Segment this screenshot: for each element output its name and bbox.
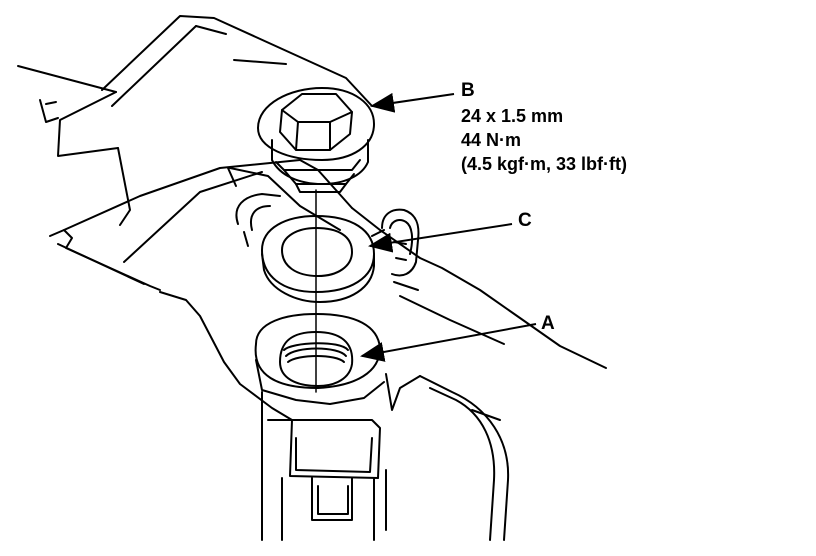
callout-label-b: B bbox=[461, 80, 475, 101]
callout-label-c: C bbox=[518, 210, 532, 231]
drain-hole-boss bbox=[254, 313, 381, 389]
drain-bolt-b bbox=[257, 87, 375, 161]
housing-outline bbox=[17, 65, 117, 93]
wire-harness bbox=[419, 375, 510, 541]
leader-arrow-a bbox=[360, 323, 537, 362]
leader-arrow-b bbox=[370, 92, 455, 113]
bolt-torque-alt-units: (4.5 kgf·m, 33 lbf·ft) bbox=[461, 154, 628, 174]
callout-label-a: A bbox=[541, 313, 555, 334]
bolt-size-spec: 24 x 1.5 mm bbox=[461, 106, 564, 126]
bolt-torque-spec: 44 N·m bbox=[461, 130, 522, 150]
bracket-outline bbox=[159, 291, 293, 421]
flange-outline bbox=[49, 229, 161, 291]
leader-arrow-c bbox=[368, 223, 513, 253]
bolt-spec-block: 24 x 1.5 mm 44 N·m (4.5 kgf·m, 33 lbf·ft… bbox=[461, 104, 627, 176]
bolt-hex-head bbox=[279, 93, 353, 151]
